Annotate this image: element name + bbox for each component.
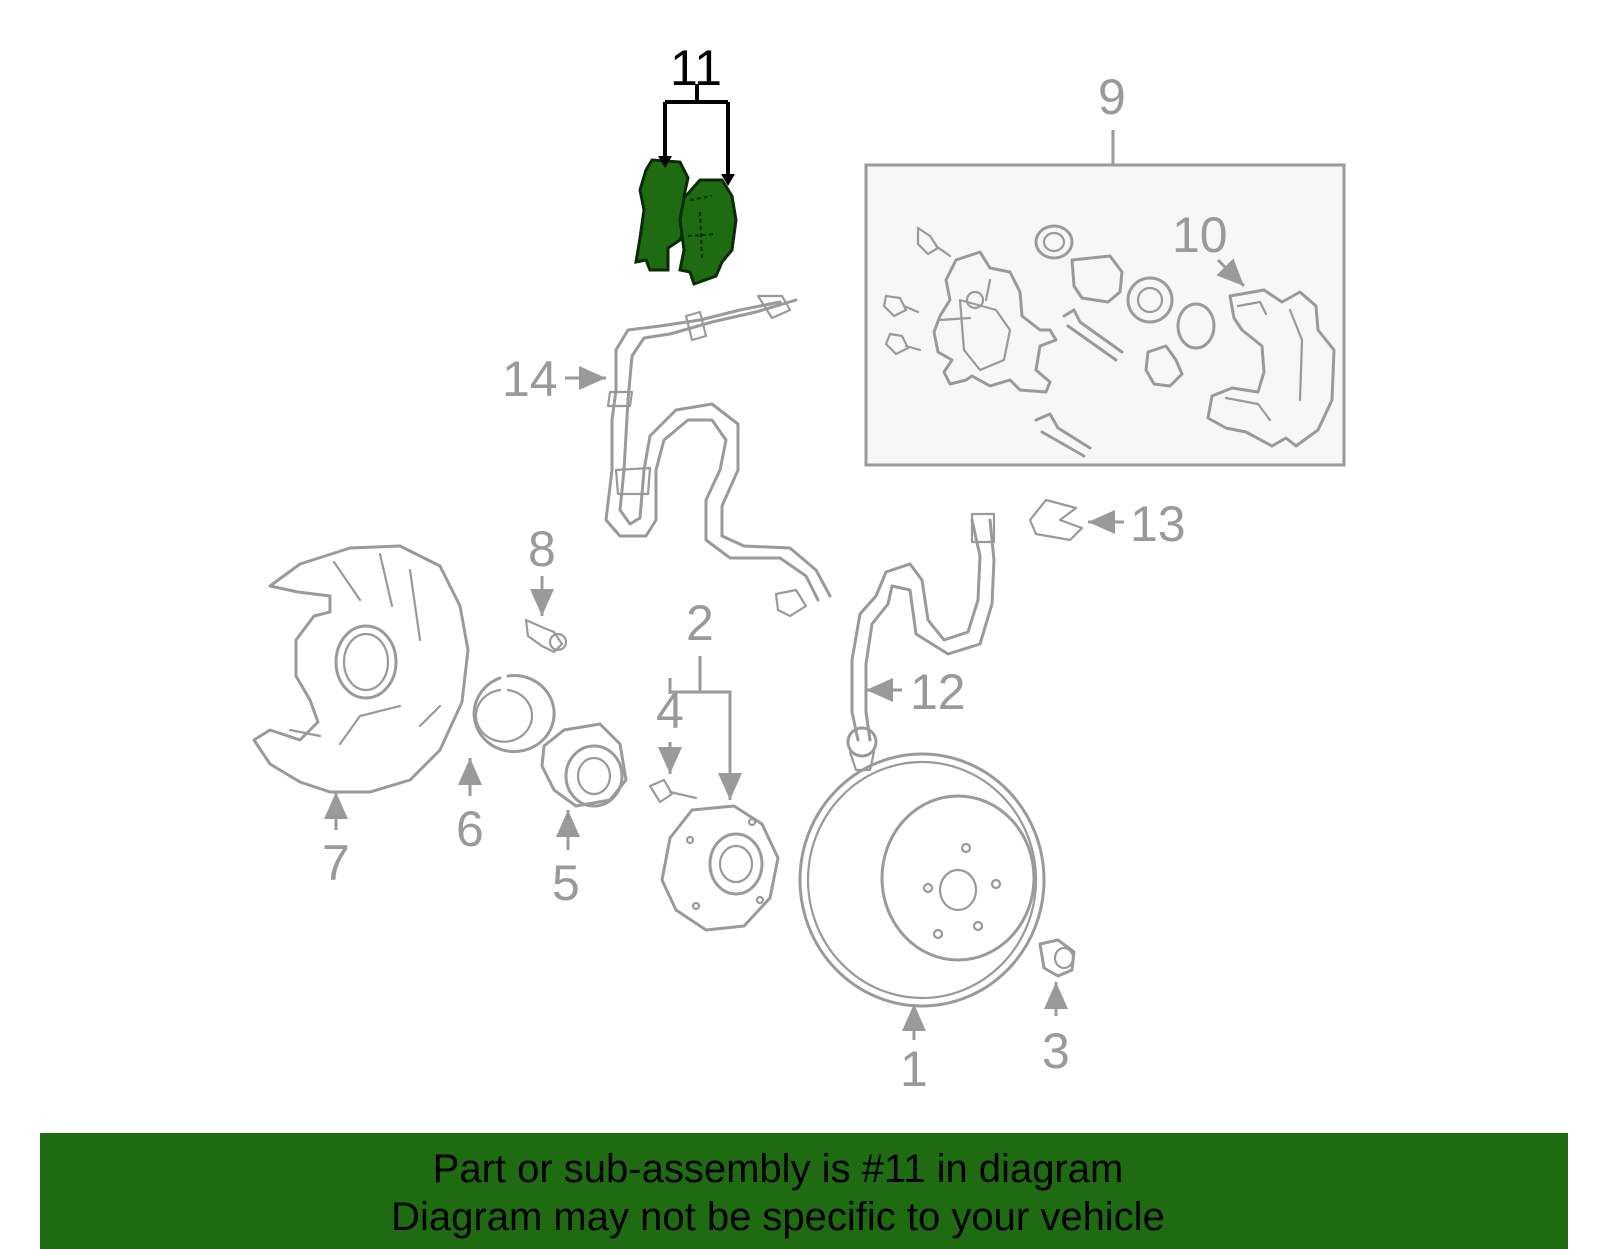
callout-2: 2	[686, 595, 714, 651]
caliper-body	[932, 250, 1058, 394]
callout-14: 14	[502, 351, 558, 407]
brake-hose-part-14	[604, 294, 832, 618]
callout-12: 12	[910, 664, 966, 720]
nut-part-3	[1038, 938, 1076, 978]
info-banner: Part or sub-assembly is #11 in diagram D…	[40, 1133, 1568, 1249]
snap-ring-part-6	[472, 674, 556, 753]
brake-pads-part-11[interactable]	[634, 158, 738, 286]
wheel-hub-part-2	[660, 804, 780, 932]
callout-7: 7	[322, 835, 350, 891]
bearing-part-5	[540, 722, 628, 808]
leader-11	[658, 84, 735, 186]
bolt-part-8	[524, 618, 568, 654]
callout-4: 4	[656, 683, 684, 739]
caliper-assembly-box	[864, 130, 1346, 467]
clip-part-13	[1028, 498, 1084, 542]
hub-bolt-part-4	[648, 778, 698, 804]
callout-11: 11	[670, 40, 722, 96]
callout-13: 13	[1130, 496, 1186, 552]
callout-6: 6	[456, 801, 484, 857]
piston-seals	[1034, 224, 1216, 458]
banner-line-1: Part or sub-assembly is #11 in diagram	[432, 1147, 1124, 1191]
callout-3: 3	[1042, 1023, 1070, 1079]
callout-10: 10	[1172, 207, 1228, 263]
caliper-bracket-part-10	[1206, 288, 1336, 448]
leader-10	[1216, 258, 1246, 288]
brake-line-part-12	[846, 512, 996, 772]
callout-5: 5	[552, 855, 580, 911]
callout-1: 1	[900, 1041, 928, 1097]
callout-8: 8	[528, 521, 556, 577]
dust-shield-part-7	[252, 544, 470, 794]
leader-2	[668, 656, 742, 800]
bleeder-bolts	[882, 226, 952, 356]
callout-9: 9	[1098, 69, 1126, 125]
banner-line-2: Diagram may not be specific to your vehi…	[391, 1195, 1165, 1239]
brake-rotor-part-1	[798, 752, 1046, 1008]
